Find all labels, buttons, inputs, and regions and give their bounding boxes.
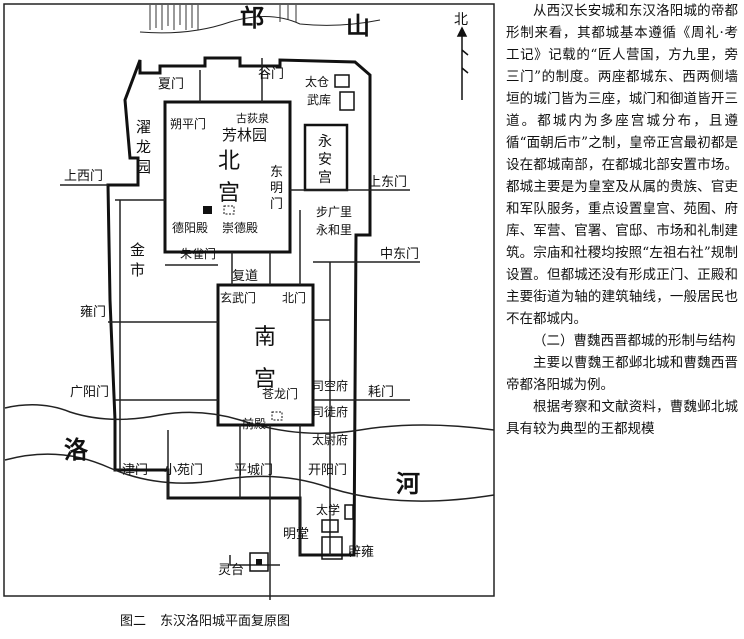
body-text: 从西汉长安城和东汉洛阳城的帝都形制来看，其都城基本遵循《周礼·考工记》记载的“匠… (506, 0, 738, 440)
qiandian-label: 前殿 (242, 416, 266, 431)
paragraph-1: 从西汉长安城和东汉洛阳城的帝都形制来看，其都城基本遵循《周礼·考工记》记载的“匠… (506, 3, 738, 327)
figure-title: 东汉洛阳城平面复原图 (160, 614, 291, 629)
luo-river-north-bank (4, 404, 495, 435)
guangyangmen-label: 广阳门 (70, 385, 109, 400)
taiweifu-label: 太尉府 (312, 432, 348, 447)
figure-number: 图二 (120, 614, 147, 629)
shangximen-label: 上西门 (64, 169, 103, 184)
biyong-box (321, 536, 343, 560)
mountain-label-2: 山 (346, 11, 370, 40)
mountain-hatching (149, 5, 297, 30)
south-palace-gong-label: 宫 (254, 367, 276, 392)
dongming-men-label: 门 (270, 197, 283, 212)
shuopingmen-label: 朔平门 (170, 116, 206, 131)
mountain-label-1: 邙 (240, 3, 264, 32)
river-label-1: 洛 (64, 435, 89, 464)
south-palace-wall (216, 283, 315, 427)
canglongmen-label: 苍龙门 (262, 386, 298, 401)
north-palace-gong-label: 宫 (218, 181, 240, 206)
taicang-label: 太仓 (305, 74, 329, 89)
north-palace-bei-label: 北 (218, 149, 240, 174)
jin-label: 金 (130, 241, 145, 259)
xiamen-label: 夏门 (158, 77, 184, 92)
river-label-2: 河 (396, 469, 420, 498)
north-arrow (456, 26, 469, 100)
fanglinyuan-label: 芳林园 (222, 126, 267, 144)
mountain-outline (139, 15, 381, 34)
shangdongmen-label: 上东门 (368, 175, 407, 190)
shi-label: 市 (130, 261, 145, 279)
yongan-gong-label: 宫 (318, 170, 332, 186)
buguangli-label: 步广里 (316, 205, 352, 219)
sikongfu-label: 司空府 (312, 378, 348, 393)
luo-river-south-bank (4, 453, 495, 502)
gumen-label: 谷门 (258, 67, 284, 82)
kaiyangmen-label: 开阳门 (308, 463, 347, 478)
long-label: 龙 (136, 138, 151, 156)
lingtai-label: 灵台 (218, 563, 244, 578)
chongdedian-label: 崇德殿 (222, 220, 258, 235)
gudiquan-label: 古荻泉 (236, 111, 269, 125)
mingtang-label: 明堂 (283, 527, 309, 542)
paragraph-2: 主要以曹魏王都邺北城和曹魏西晋帝都洛阳城为例。 (506, 355, 738, 393)
north-label: 北 (454, 12, 468, 28)
taixue-label: 太学 (316, 502, 340, 517)
pingchengmen-label: 平城门 (234, 463, 273, 478)
streets (60, 58, 420, 600)
yongmen-label: 雍门 (80, 304, 106, 320)
road-south (229, 555, 280, 566)
zhongdongmen-label: 中东门 (380, 247, 419, 262)
yongheli-label: 永和里 (316, 223, 352, 237)
zhuolong-label: 濯 (136, 118, 151, 136)
taixue-inner (321, 519, 339, 533)
biyong-label: 辟雍 (348, 544, 374, 560)
haomen-label: 耗门 (368, 385, 394, 400)
qian-hall-marker (271, 411, 283, 421)
north-palace-wall (163, 100, 292, 254)
xiaoyuanmen-label: 小苑门 (164, 463, 203, 478)
xuanwumen-label: 玄武门 (220, 290, 256, 305)
luoyang-map: 北 邙 山 洛 河 夏门 谷门 太仓 武库 朔平门 古荻泉 芳林园 永 安 宫 … (3, 3, 495, 600)
chongde-hall-marker (223, 205, 235, 215)
jinmen-label: 津门 (122, 463, 148, 478)
deyangdian-label: 德阳殿 (172, 220, 208, 235)
zhuquemen-label: 朱雀门 (180, 246, 216, 261)
city-wall (106, 56, 372, 557)
wuku-label: 武库 (307, 92, 331, 107)
paragraph-3: 根据考察和文献资料，曹魏邺北城具有较为典型的王都规模 (506, 399, 738, 437)
dongming-dong-label: 东 (270, 165, 283, 180)
south-palace-nan-label: 南 (254, 325, 276, 350)
yuan-label: 园 (136, 158, 151, 176)
taixue-box (344, 504, 354, 520)
dongming-ming-label: 明 (270, 181, 283, 196)
figure-caption: 图二东汉洛阳城平面复原图 (120, 610, 304, 629)
fudao-label: 复道 (232, 269, 258, 284)
an-label: 安 (318, 152, 332, 168)
beimen-label: 北门 (282, 290, 306, 305)
situfu-label: 司徒府 (312, 404, 348, 419)
section-heading: （二）曹魏西晋都城的形制与结构 (533, 333, 736, 349)
lingtai-box (249, 552, 269, 572)
deyang-hall-marker (203, 206, 212, 214)
taicang-box (334, 74, 350, 88)
map-frame (3, 3, 495, 597)
lingtai-center (256, 559, 262, 565)
yong-label: 永 (318, 134, 332, 150)
wuku-box (339, 91, 355, 111)
